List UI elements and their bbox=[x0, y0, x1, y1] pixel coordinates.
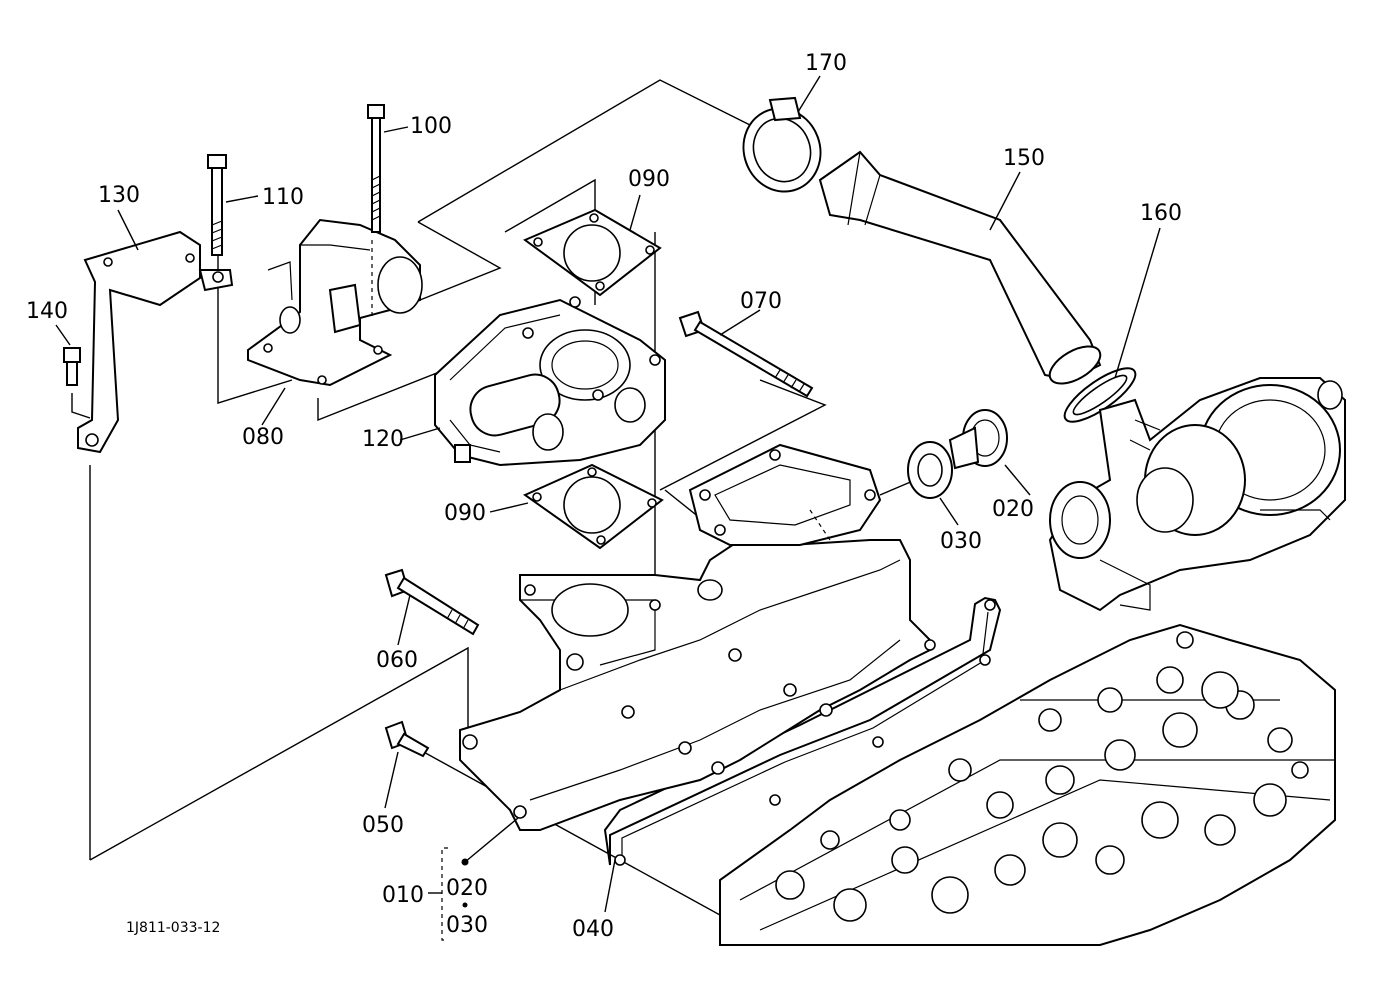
head-port-holes bbox=[775, 631, 1309, 922]
bolt-060 bbox=[384, 568, 480, 636]
intake-manifold bbox=[459, 443, 936, 831]
plug-020 bbox=[948, 409, 1008, 470]
turbocharger bbox=[1048, 377, 1346, 612]
bolt-140 bbox=[63, 347, 81, 386]
label-110: 110 bbox=[262, 185, 304, 210]
hose-clamp-170 bbox=[742, 96, 822, 193]
hose-clamp-160 bbox=[1063, 367, 1137, 423]
washer-030 bbox=[907, 441, 953, 499]
throttle-body-120 bbox=[434, 296, 666, 467]
label-090-bottom: 090 bbox=[444, 501, 486, 526]
bolt-070 bbox=[678, 310, 814, 398]
label-160: 160 bbox=[1140, 201, 1182, 226]
gasket-090-bottom bbox=[522, 463, 664, 550]
label-leaders bbox=[55, 75, 1161, 913]
assembly-dot-010 bbox=[461, 858, 469, 866]
bolt-100 bbox=[367, 104, 385, 233]
bracket-130 bbox=[77, 230, 234, 454]
label-090-top: 090 bbox=[628, 167, 670, 192]
gasket-090-top bbox=[522, 208, 662, 297]
label-080: 080 bbox=[242, 425, 284, 450]
label-020: 020 bbox=[992, 497, 1034, 522]
assembly-dot-020 bbox=[462, 902, 468, 908]
label-120: 120 bbox=[362, 427, 404, 452]
drawing-code: 1J811-033-12 bbox=[126, 920, 220, 936]
label-070: 070 bbox=[740, 289, 782, 314]
cylinder-head bbox=[719, 623, 1336, 946]
label-170: 170 bbox=[805, 51, 847, 76]
label-130: 130 bbox=[98, 183, 140, 208]
label-010-includes-030: 030 bbox=[446, 913, 488, 938]
elbow-080 bbox=[247, 218, 423, 387]
label-050: 050 bbox=[362, 813, 404, 838]
bolt-110 bbox=[207, 154, 227, 256]
label-150: 150 bbox=[1003, 146, 1045, 171]
label-010-includes-020: 020 bbox=[446, 876, 488, 901]
air-hose-150 bbox=[818, 150, 1102, 385]
part-number-labels: 170 150 160 100 110 130 090 070 140 080 … bbox=[26, 51, 1182, 942]
label-100: 100 bbox=[410, 114, 452, 139]
bolt-050 bbox=[384, 720, 430, 758]
label-140: 140 bbox=[26, 299, 68, 324]
label-030: 030 bbox=[940, 529, 982, 554]
assembly-bracket bbox=[428, 847, 469, 941]
label-010-assembly: 010 bbox=[382, 883, 424, 908]
label-040: 040 bbox=[572, 917, 614, 942]
label-060: 060 bbox=[376, 648, 418, 673]
